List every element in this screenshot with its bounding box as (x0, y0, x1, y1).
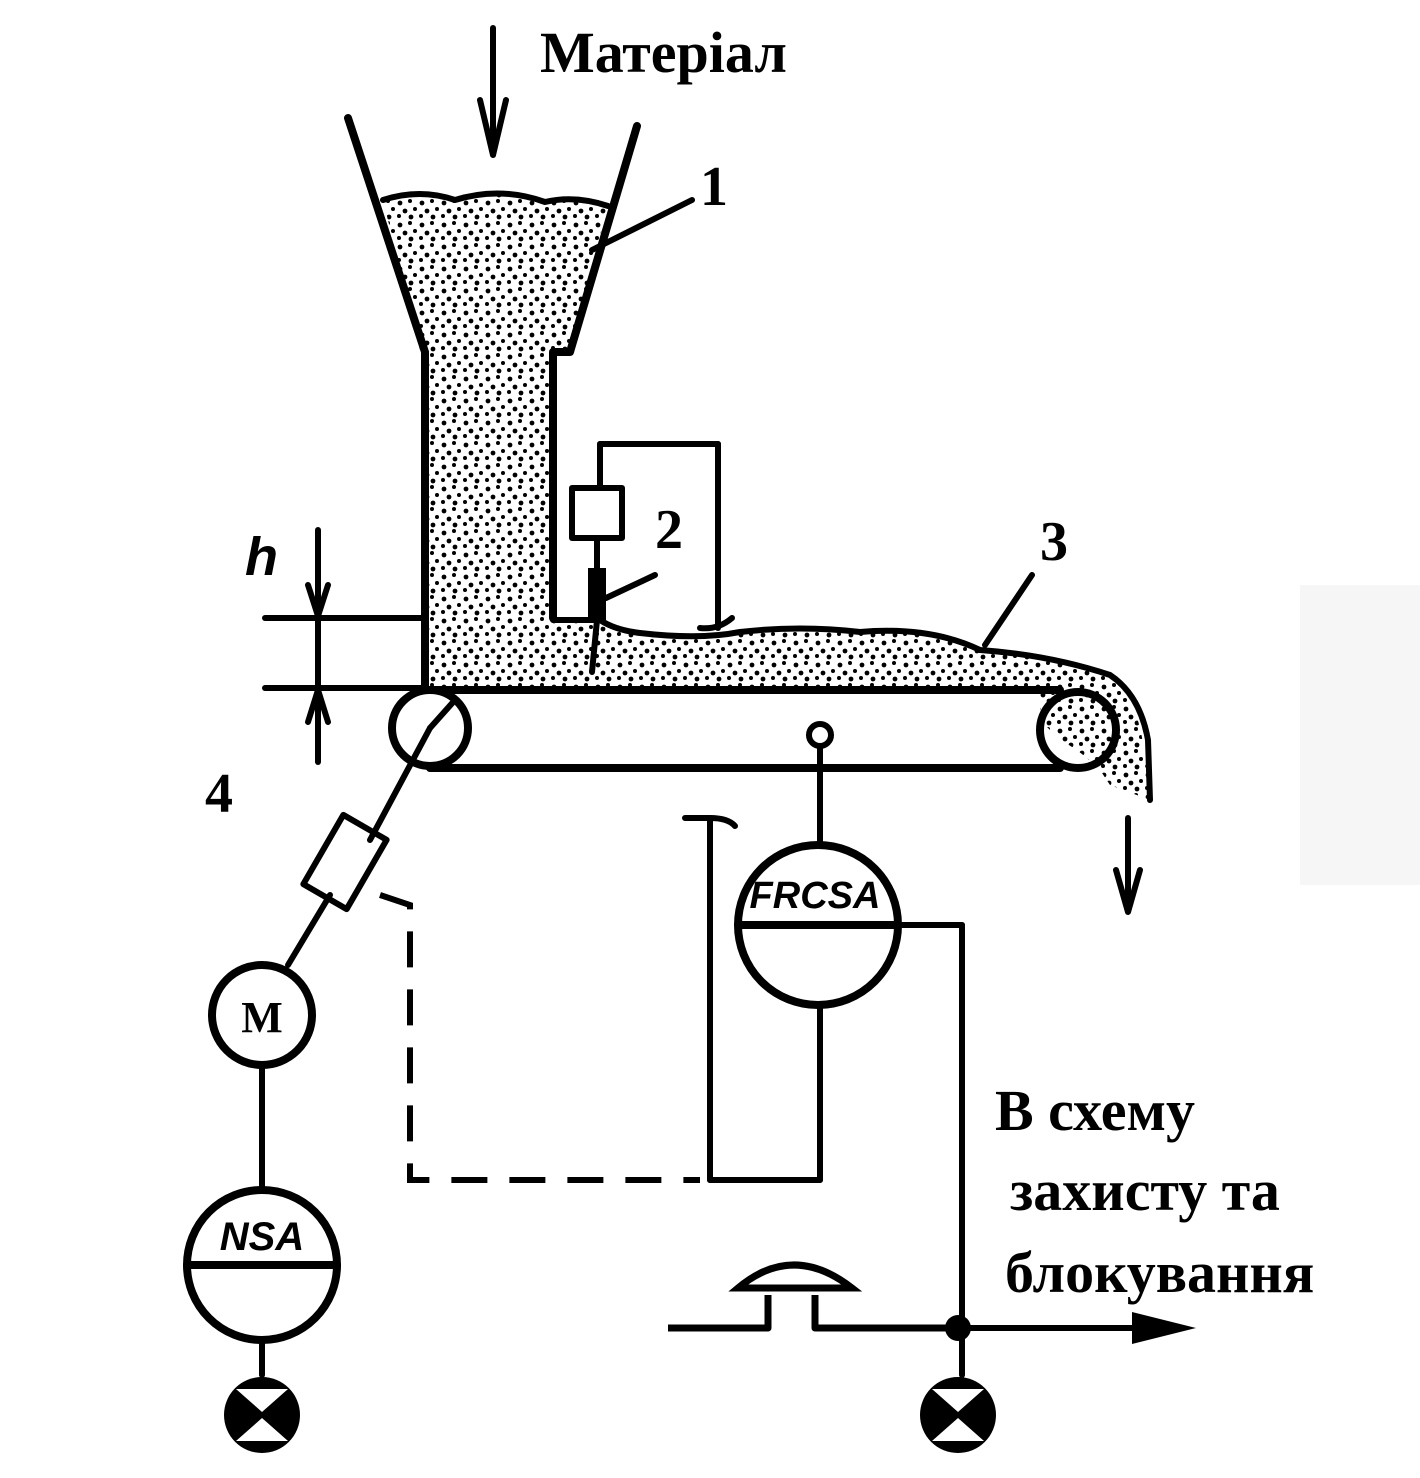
material-label: Матеріал (540, 20, 787, 85)
dashed-control-line (379, 892, 700, 1183)
nsa-signal-lamp (224, 1377, 300, 1453)
leader-1 (589, 197, 695, 253)
output-label-line1: В схему (995, 1078, 1195, 1143)
label-3: 3 (1040, 511, 1068, 573)
motor-label: M (241, 993, 283, 1042)
label-2: 2 (655, 499, 683, 561)
leader-2 (603, 572, 658, 601)
frcsa-label: FRCSA (750, 875, 881, 917)
motor (208, 961, 316, 1193)
h-dimension (262, 527, 428, 765)
label-4: 4 (205, 763, 233, 825)
nsa-label: NSA (220, 1215, 304, 1259)
material-layer-outline (550, 617, 1153, 803)
conveyor-belt (388, 686, 1120, 772)
output-label-line3: блокування (1005, 1240, 1314, 1305)
protection-output-line (895, 922, 1196, 1378)
scan-shade (1300, 585, 1420, 885)
level-sensor-2 (569, 441, 735, 675)
frcsa-instrument (734, 841, 902, 1009)
h-label: h (245, 527, 278, 587)
output-label-line2: захисту та (1010, 1158, 1280, 1223)
hopper-material-fill (383, 194, 1150, 800)
frcsa-signal-lamp (920, 1377, 996, 1453)
material-surface (380, 190, 611, 209)
drive-shaft (285, 725, 433, 968)
material-inflow-arrow (477, 25, 509, 158)
discharge-arrow (1113, 815, 1143, 915)
hopper (344, 114, 641, 694)
leader-3 (982, 572, 1035, 648)
weight-sensor-line (682, 721, 834, 1183)
nsa-instrument (183, 1186, 341, 1378)
label-1: 1 (700, 156, 728, 218)
pushbutton (668, 1261, 958, 1332)
